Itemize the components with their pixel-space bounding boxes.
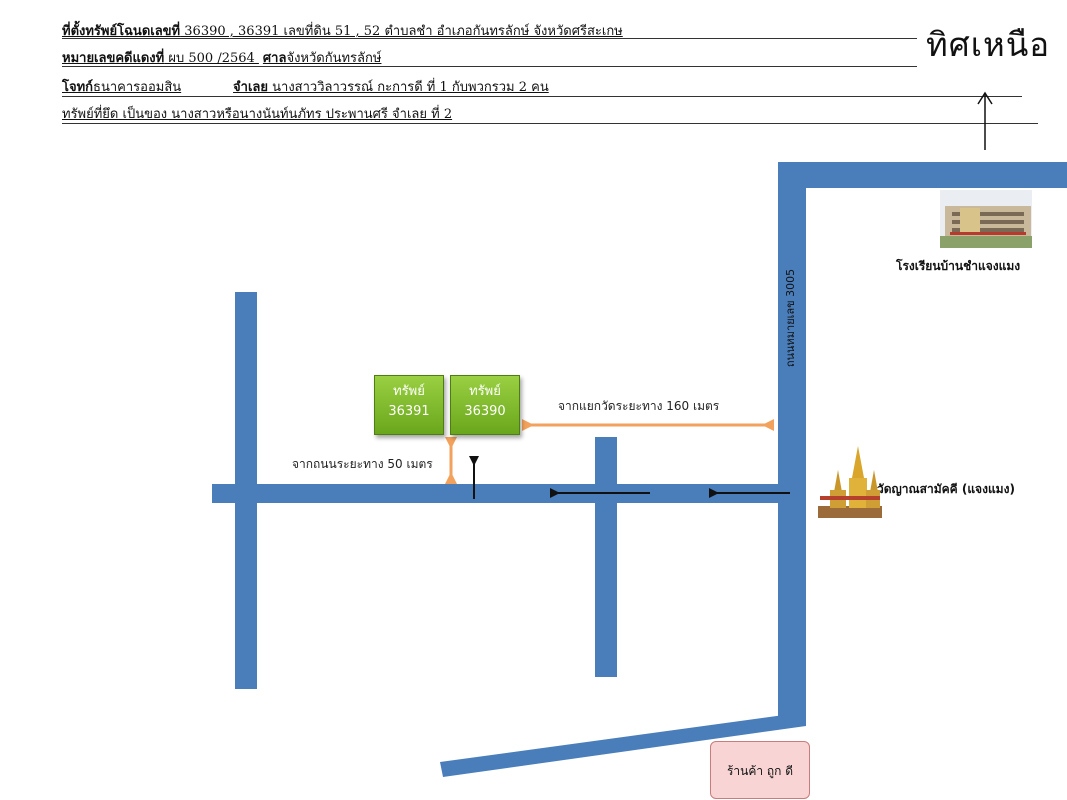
header-rule-4	[62, 123, 1038, 124]
north-arrow-icon	[977, 91, 993, 150]
title-deed-value: 36390 , 36391 เลขที่ดิน 51 , 52 ตำบลชำ อ…	[180, 24, 623, 39]
shop-label: ร้านค้า ถูก ดี	[710, 741, 810, 799]
property-36391-number: 36391	[388, 404, 430, 419]
header-line-2: หมายเลขคดีแดงที่ ผบ 500 /2564 ศาลจังหวัด…	[62, 51, 381, 67]
distance-arrows	[445, 419, 774, 484]
seized-property-owner: ทรัพย์ที่ยึด เป็นของ นางสาวหรือนางนันท์น…	[62, 107, 453, 122]
temple-label: วัดญาณสามัคคี (แจงแมง)	[877, 482, 1015, 496]
road-middle-vertical	[595, 437, 617, 677]
property-36391-title: ทรัพย์	[393, 384, 425, 399]
plaintiff-value: ธนาคารออมสิน	[93, 80, 182, 95]
property-36390: ทรัพย์ 36390	[450, 375, 520, 435]
distance-from-junction-label: จากแยกวัดระยะทาง 160 เมตร	[558, 399, 720, 413]
north-label: ทิศเหนือ	[926, 25, 1051, 64]
header-line-3: โจทก์ ธนาคารออมสิน จำเลย นางสาววิลาวรรณ์ …	[62, 80, 549, 96]
case-number-value: ผบ 500 /2564	[164, 51, 259, 66]
header-rule-3	[62, 96, 1022, 97]
case-number-label: หมายเลขคดีแดงที่	[62, 51, 165, 66]
defendant-label: จำเลย	[233, 80, 268, 95]
road-west-vertical	[235, 292, 257, 689]
direction-arrows	[469, 456, 790, 499]
roads	[212, 162, 1067, 777]
property-36390-title: ทรัพย์	[469, 384, 501, 399]
plaintiff-label: โจทก์	[62, 80, 94, 95]
header-line-1: ที่ตั้งทรัพย์โฉนดเลขที่ 36390 , 36391 เล…	[62, 24, 623, 40]
header-line-4: ทรัพย์ที่ยึด เป็นของ นางสาวหรือนางนันท์น…	[62, 107, 452, 123]
temple-icon	[818, 446, 882, 518]
road-south-diagonal	[440, 712, 806, 777]
property-36391: ทรัพย์ 36391	[374, 375, 444, 435]
school-label: โรงเรียนบ้านชำแจงแมง	[896, 259, 1021, 273]
title-deed-label: ที่ตั้งทรัพย์โฉนดเลขที่	[62, 24, 181, 39]
distance-from-road-label: จากถนนระยะทาง 50 เมตร	[292, 457, 433, 471]
property-36390-number: 36390	[464, 404, 506, 419]
header-rule-1	[62, 38, 917, 39]
road-north	[778, 162, 1067, 188]
road-3005	[778, 162, 806, 725]
header-rule-2	[62, 66, 917, 67]
road-name-label: ถนนหมายเลข 3005	[784, 268, 797, 368]
court-label: ศาล	[262, 51, 287, 66]
court-value: จังหวัดกันทรลักษ์	[286, 51, 382, 66]
school-building-icon	[940, 190, 1032, 248]
road-main-horizontal	[212, 484, 806, 503]
defendant-value: นางสาววิลาวรรณ์ กะการดี ที่ 1 กับพวกรวม …	[268, 80, 549, 95]
